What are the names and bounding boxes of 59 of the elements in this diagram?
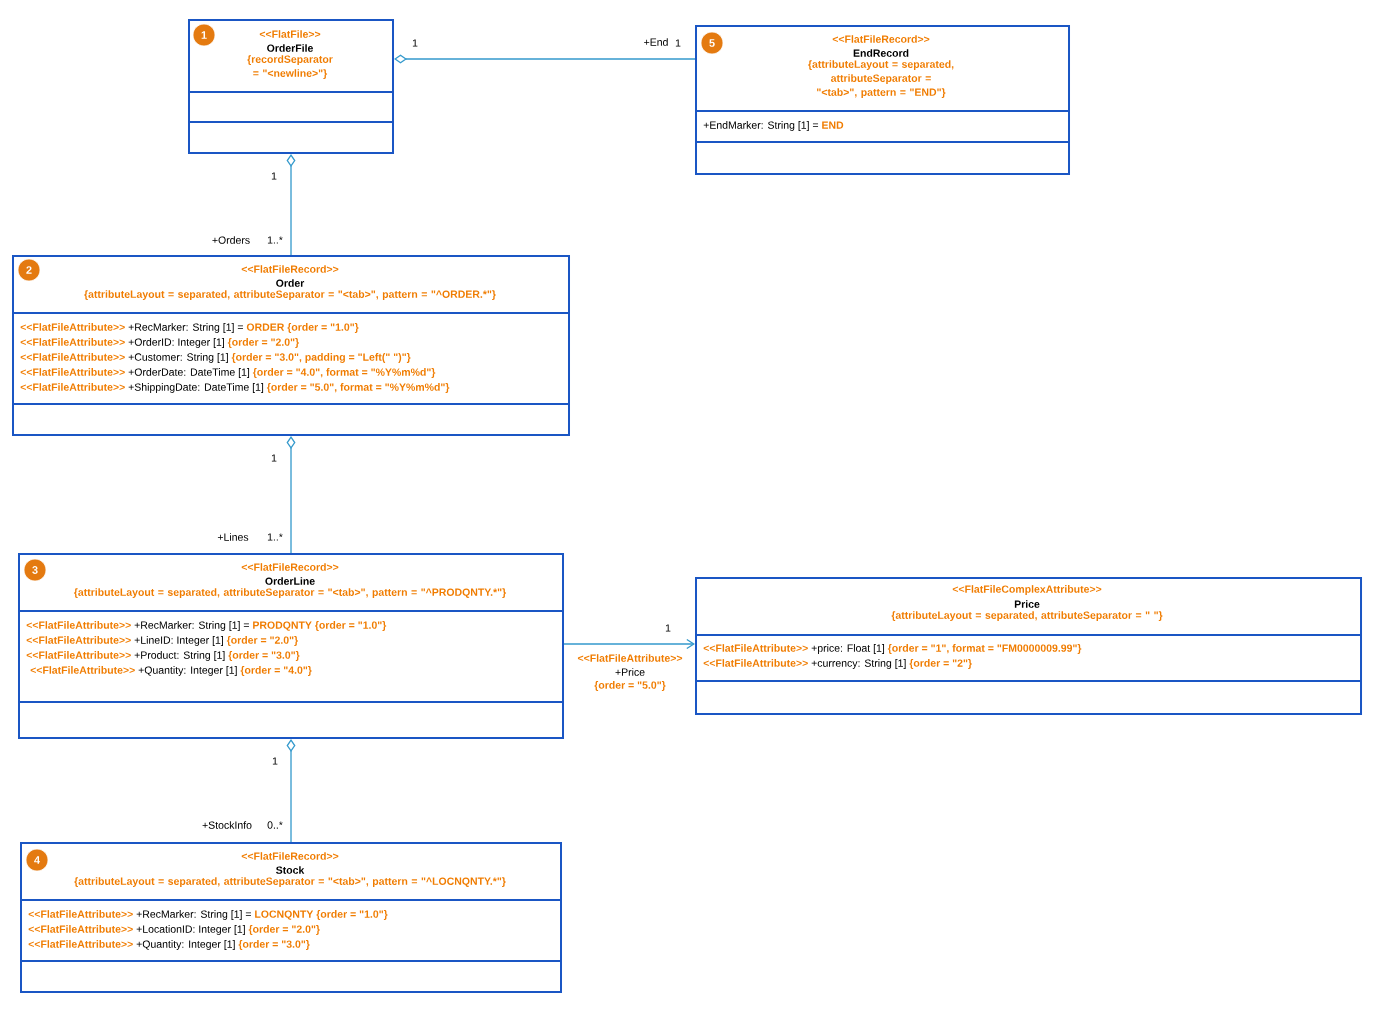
class-name: Stock xyxy=(276,866,305,874)
attribute-line: <<FlatFileAttribute>> +Quantity: Integer [1] {order = "4.0"} xyxy=(30,666,312,676)
attribute-line: <<FlatFileAttribute>> +price: Float [1] {order = "1", format = "FM0000009.99"} xyxy=(703,644,1082,654)
attribute-line: <<FlatFileAttribute>> +OrderDate: DateTime [1] {order = "4.0", format = "%Y%m%d"} xyxy=(20,368,436,378)
class-name: OrderFile xyxy=(267,44,313,52)
multiplicity-label: 1 xyxy=(271,172,277,180)
constraint-text: {recordSeparator = "<newline>"} xyxy=(247,55,333,79)
multiplicity-label: 1 xyxy=(675,39,681,47)
callout-number: 1 xyxy=(192,23,216,47)
constraint-text: {attributeLayout = separated, attributeSeparator = " "} xyxy=(891,611,1163,621)
multiplicity-label: 1 xyxy=(665,624,671,632)
constraint-text: {attributeLayout = separated, attributeSeparator = "<tab>", pattern = "^ORDER.*"} xyxy=(84,290,496,300)
class-name: Price xyxy=(1014,600,1040,608)
stereotype-label: <<FlatFileRecord>> xyxy=(241,265,339,273)
constraint-text: {attributeLayout = separated, attributeSeparator = "<tab>", pattern = "END"} xyxy=(808,60,954,98)
attribute-line: <<FlatFileAttribute>> +Customer: String [1] {order = "3.0", padding = "Left(" ")"} xyxy=(20,353,411,363)
stereotype-label: <<FlatFile>> xyxy=(259,30,321,38)
multiplicity-label: +Lines xyxy=(217,533,249,541)
attribute-line: <<FlatFileAttribute>> +Quantity: Integer [1] {order = "3.0"} xyxy=(28,940,310,950)
multiplicity-label: +Price xyxy=(615,668,645,676)
multiplicity-label: 1..* xyxy=(267,236,283,244)
association-line xyxy=(286,154,296,256)
multiplicity-label: 0..* xyxy=(267,821,283,829)
multiplicity-label: 1 xyxy=(412,39,418,47)
callout-number: 5 xyxy=(700,31,724,55)
attribute-line: <<FlatFileAttribute>> +currency: String [1] {order = "2"} xyxy=(703,659,972,669)
association-line xyxy=(563,638,695,650)
multiplicity-label: +Orders xyxy=(212,236,250,244)
stereotype-label: <<FlatFileRecord>> xyxy=(241,852,339,860)
class-name: OrderLine xyxy=(265,577,315,585)
attribute-line: <<FlatFileAttribute>> +RecMarker: String [1] = LOCNQNTY {order = "1.0"} xyxy=(28,910,388,920)
attribute-line: <<FlatFileAttribute>> +RecMarker: String [1] = PRODQNTY {order = "1.0"} xyxy=(26,621,387,631)
constraint-text: {attributeLayout = separated, attributeSeparator = "<tab>", pattern = "^LOCNQNTY.*"} xyxy=(74,877,506,887)
multiplicity-label: +StockInfo xyxy=(202,821,252,829)
class-name: Order xyxy=(276,279,305,287)
multiplicity-label: 1 xyxy=(271,454,277,462)
annotation-text: <<FlatFileAttribute>> xyxy=(577,654,683,662)
attribute-line: <<FlatFileAttribute>> +OrderID: Integer [1] {order = "2.0"} xyxy=(20,338,299,348)
attribute-line: <<FlatFileAttribute>> +Product: String [1] {order = "3.0"} xyxy=(26,651,300,661)
association-line xyxy=(286,739,296,843)
attribute-line: +EndMarker: String [1] = END xyxy=(703,121,844,131)
callout-number: 2 xyxy=(17,258,41,282)
multiplicity-label: 1 xyxy=(272,757,278,765)
attribute-line: <<FlatFileAttribute>> +ShippingDate: DateTime [1] {order = "5.0", format = "%Y%m%d"} xyxy=(20,383,450,393)
class-name: EndRecord xyxy=(853,49,909,57)
stereotype-label: <<FlatFileRecord>> xyxy=(832,35,930,43)
callout-number: 3 xyxy=(23,558,47,582)
association-line xyxy=(394,54,696,64)
association-line xyxy=(286,436,296,554)
stereotype-label: <<FlatFileRecord>> xyxy=(241,563,339,571)
annotation-text: {order = "5.0"} xyxy=(594,681,666,691)
constraint-text: {attributeLayout = separated, attributeSeparator = "<tab>", pattern = "^PRODQNTY.*"} xyxy=(73,588,507,598)
multiplicity-label: 1..* xyxy=(267,533,283,541)
attribute-line: <<FlatFileAttribute>> +RecMarker: String [1] = ORDER {order = "1.0"} xyxy=(20,323,359,333)
attribute-line: <<FlatFileAttribute>> +LineID: Integer [1] {order = "2.0"} xyxy=(26,636,298,646)
stereotype-label: <<FlatFileComplexAttribute>> xyxy=(952,585,1102,595)
callout-number: 4 xyxy=(25,848,49,872)
multiplicity-label: +End xyxy=(644,38,668,46)
attribute-line: <<FlatFileAttribute>> +LocationID: Integer [1] {order = "2.0"} xyxy=(28,925,320,935)
